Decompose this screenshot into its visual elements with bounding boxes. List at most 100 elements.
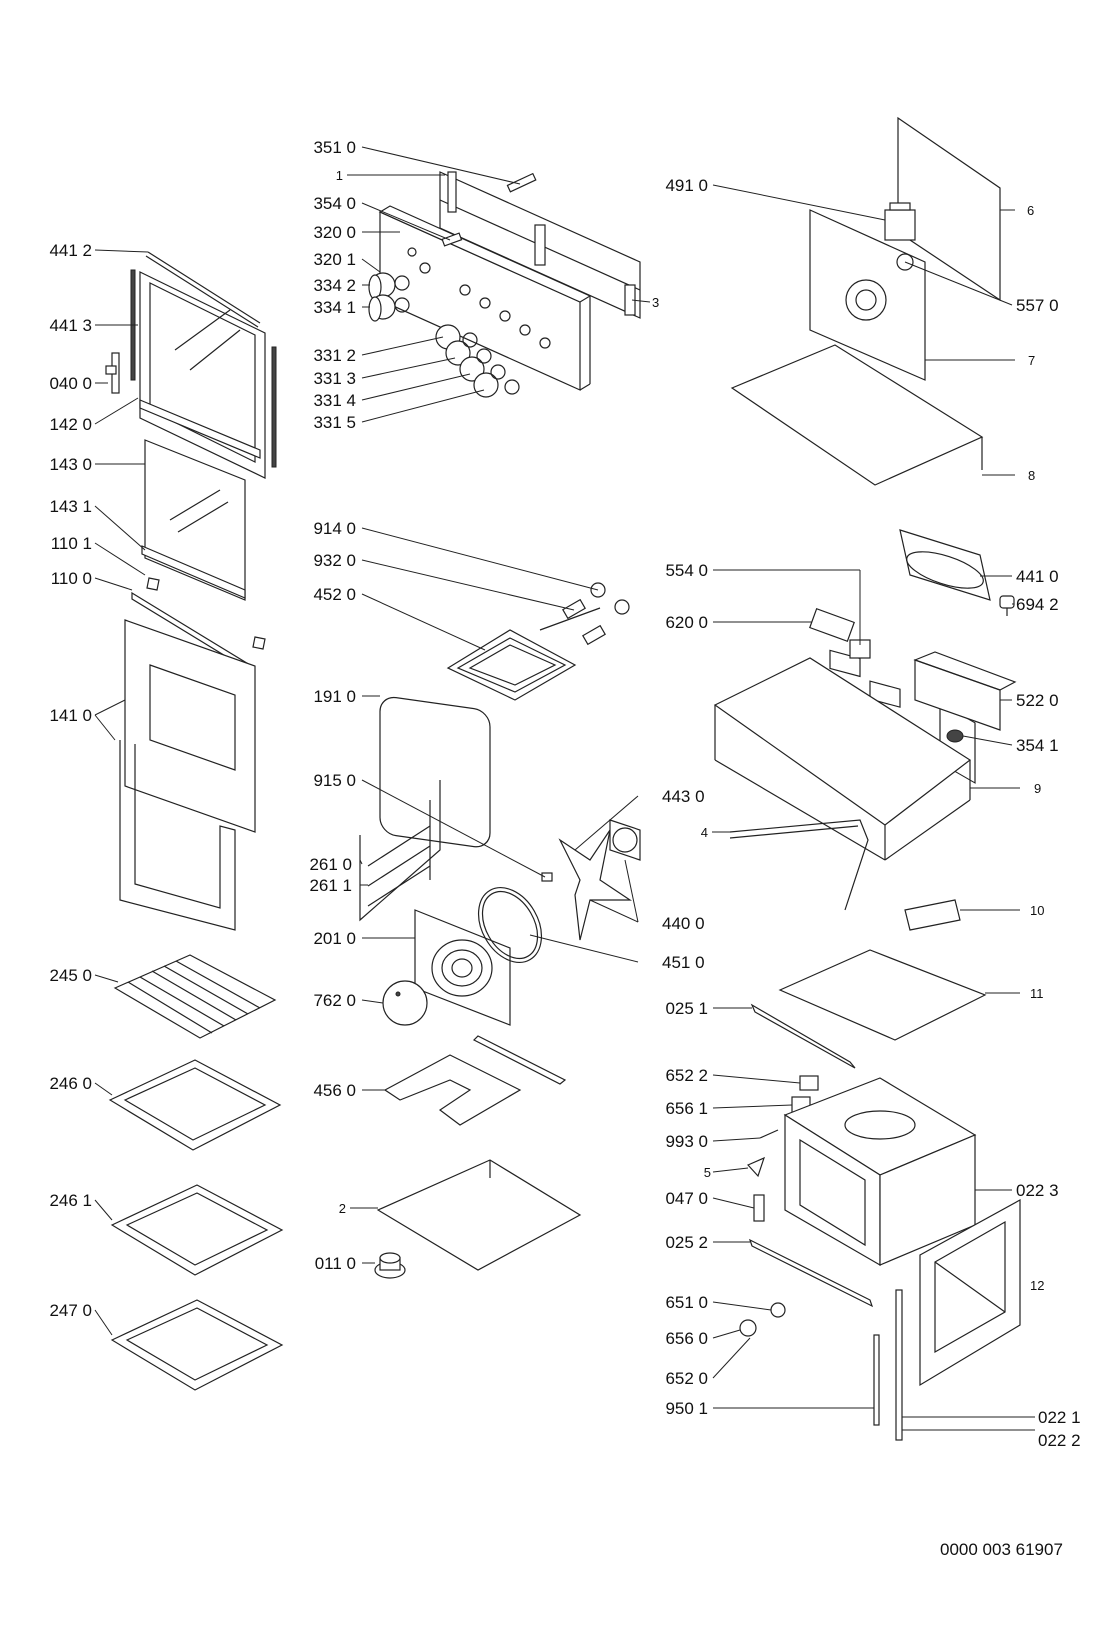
callout-143-1: 143 1 <box>49 497 92 516</box>
oven-floor-plate <box>376 1159 582 1271</box>
trim-022 <box>895 1289 903 1441</box>
callout-12: 12 <box>1030 1278 1044 1293</box>
control-panel-bracket <box>439 171 641 319</box>
rail-025-2 <box>748 1238 874 1308</box>
callout-993-0: 993 0 <box>665 1132 708 1151</box>
screw-993 <box>759 1129 779 1139</box>
tangential-fan <box>899 529 991 601</box>
baking-tray-1 <box>108 1059 282 1151</box>
callout-9: 9 <box>1034 781 1041 796</box>
callout-246-1: 246 1 <box>49 1191 92 1210</box>
callout-932-0: 932 0 <box>313 551 356 570</box>
callout-1: 1 <box>336 168 343 183</box>
callout-334-1: 334 1 <box>313 298 356 317</box>
callout-011-0: 011 0 <box>315 1254 356 1273</box>
lamp-656 <box>739 1319 757 1337</box>
callout-047-0: 047 0 <box>665 1189 708 1208</box>
callout-522-0: 522 0 <box>1016 691 1059 710</box>
callout-441-2: 441 2 <box>49 241 92 260</box>
outer-door-glass <box>119 619 256 931</box>
rail-025-1 <box>750 1003 856 1069</box>
callout-10: 10 <box>1030 903 1044 918</box>
thermal-fuse-694 <box>999 595 1015 616</box>
callout-440-0: 440 0 <box>662 914 705 933</box>
bracket-10 <box>904 899 961 931</box>
strip-950 <box>873 1334 880 1426</box>
callout-6: 6 <box>1027 203 1034 218</box>
callout-762-0: 762 0 <box>313 991 356 1010</box>
callout-5: 5 <box>704 1165 711 1180</box>
callout-441-0: 441 0 <box>1016 567 1059 586</box>
shelf-supports <box>359 780 441 922</box>
baking-tray-2 <box>110 1184 284 1276</box>
callout-652-0: 652 0 <box>665 1369 708 1388</box>
callout-331-5: 331 5 <box>313 413 356 432</box>
callout-331-4: 331 4 <box>313 391 356 410</box>
door-gasket-strip <box>145 251 261 328</box>
document-number: 0000 003 61907 <box>940 1540 1063 1559</box>
callout-443-0: 443 0 <box>662 787 705 806</box>
control-panel-fascia <box>378 205 592 391</box>
door-hinge <box>105 352 120 394</box>
back-plate-7 <box>809 209 926 381</box>
fan-cover <box>414 909 511 1026</box>
callout-246-0: 246 0 <box>49 1074 92 1093</box>
callout-656-1: 656 1 <box>665 1099 708 1118</box>
callout-620-0: 620 0 <box>665 613 708 632</box>
leader-lines <box>94 146 1035 1431</box>
callout-320-0: 320 0 <box>313 223 356 242</box>
side-panel-12 <box>919 1198 1021 1387</box>
callout-022-2: 022 2 <box>1038 1431 1081 1450</box>
vent-strip-top <box>139 399 261 459</box>
bracket-4 <box>729 819 869 911</box>
callout-491-0: 491 0 <box>665 176 708 195</box>
callout-656-0: 656 0 <box>665 1329 708 1348</box>
callout-025-2: 025 2 <box>665 1233 708 1252</box>
callout-950-1: 950 1 <box>665 1399 708 1418</box>
callout-247-0: 247 0 <box>49 1301 92 1320</box>
callout-040-0: 040 0 <box>49 374 92 393</box>
callout-915-0: 915 0 <box>313 771 356 790</box>
lamp-cover <box>382 980 428 1026</box>
door-seal <box>379 696 491 848</box>
hinge-047 <box>753 1194 765 1222</box>
callout-022-3: 022 3 <box>1016 1181 1059 1200</box>
roasting-pan <box>110 1299 284 1391</box>
wire-shelf <box>113 954 277 1039</box>
fan-motor <box>609 819 641 861</box>
callout-331-3: 331 3 <box>313 369 356 388</box>
vent-strip-lower <box>141 545 246 599</box>
callout-261-0: 261 0 <box>309 855 352 874</box>
callout-022-1: 022 1 <box>1038 1408 1081 1427</box>
oven-cavity <box>783 1077 977 1267</box>
callout-261-1: 261 1 <box>309 876 352 895</box>
lamp-651 <box>770 1302 786 1318</box>
part-callouts: 351 0 1 354 0 320 0 320 1 334 2 334 1 3 … <box>49 138 1080 1450</box>
callout-110-0: 110 0 <box>51 569 92 588</box>
callout-201-0: 201 0 <box>313 929 356 948</box>
washer-915 <box>541 872 553 882</box>
callout-025-1: 025 1 <box>665 999 708 1018</box>
fan-ring-element <box>477 887 543 963</box>
callout-694-2: 694 2 <box>1016 595 1059 614</box>
cover-plate-11 <box>778 949 987 1041</box>
callout-8: 8 <box>1028 468 1035 483</box>
callout-141-0: 141 0 <box>49 706 92 725</box>
callout-354-0: 354 0 <box>313 194 356 213</box>
control-housing-9 <box>713 657 972 861</box>
callout-651-0: 651 0 <box>665 1293 708 1312</box>
callout-441-3: 441 3 <box>49 316 92 335</box>
callout-451-0: 451 0 <box>662 953 705 972</box>
callout-7: 7 <box>1028 353 1035 368</box>
knobs-small <box>368 272 410 322</box>
pin-351 <box>506 172 537 193</box>
foot-011 <box>374 1252 406 1279</box>
top-heating-element <box>446 607 601 701</box>
callout-351-0: 351 0 <box>313 138 356 157</box>
callout-142-0: 142 0 <box>49 415 92 434</box>
callout-2: 2 <box>339 1201 346 1216</box>
pin-354 <box>441 232 463 247</box>
thermostat-fittings <box>562 582 630 646</box>
callout-334-2: 334 2 <box>313 276 356 295</box>
